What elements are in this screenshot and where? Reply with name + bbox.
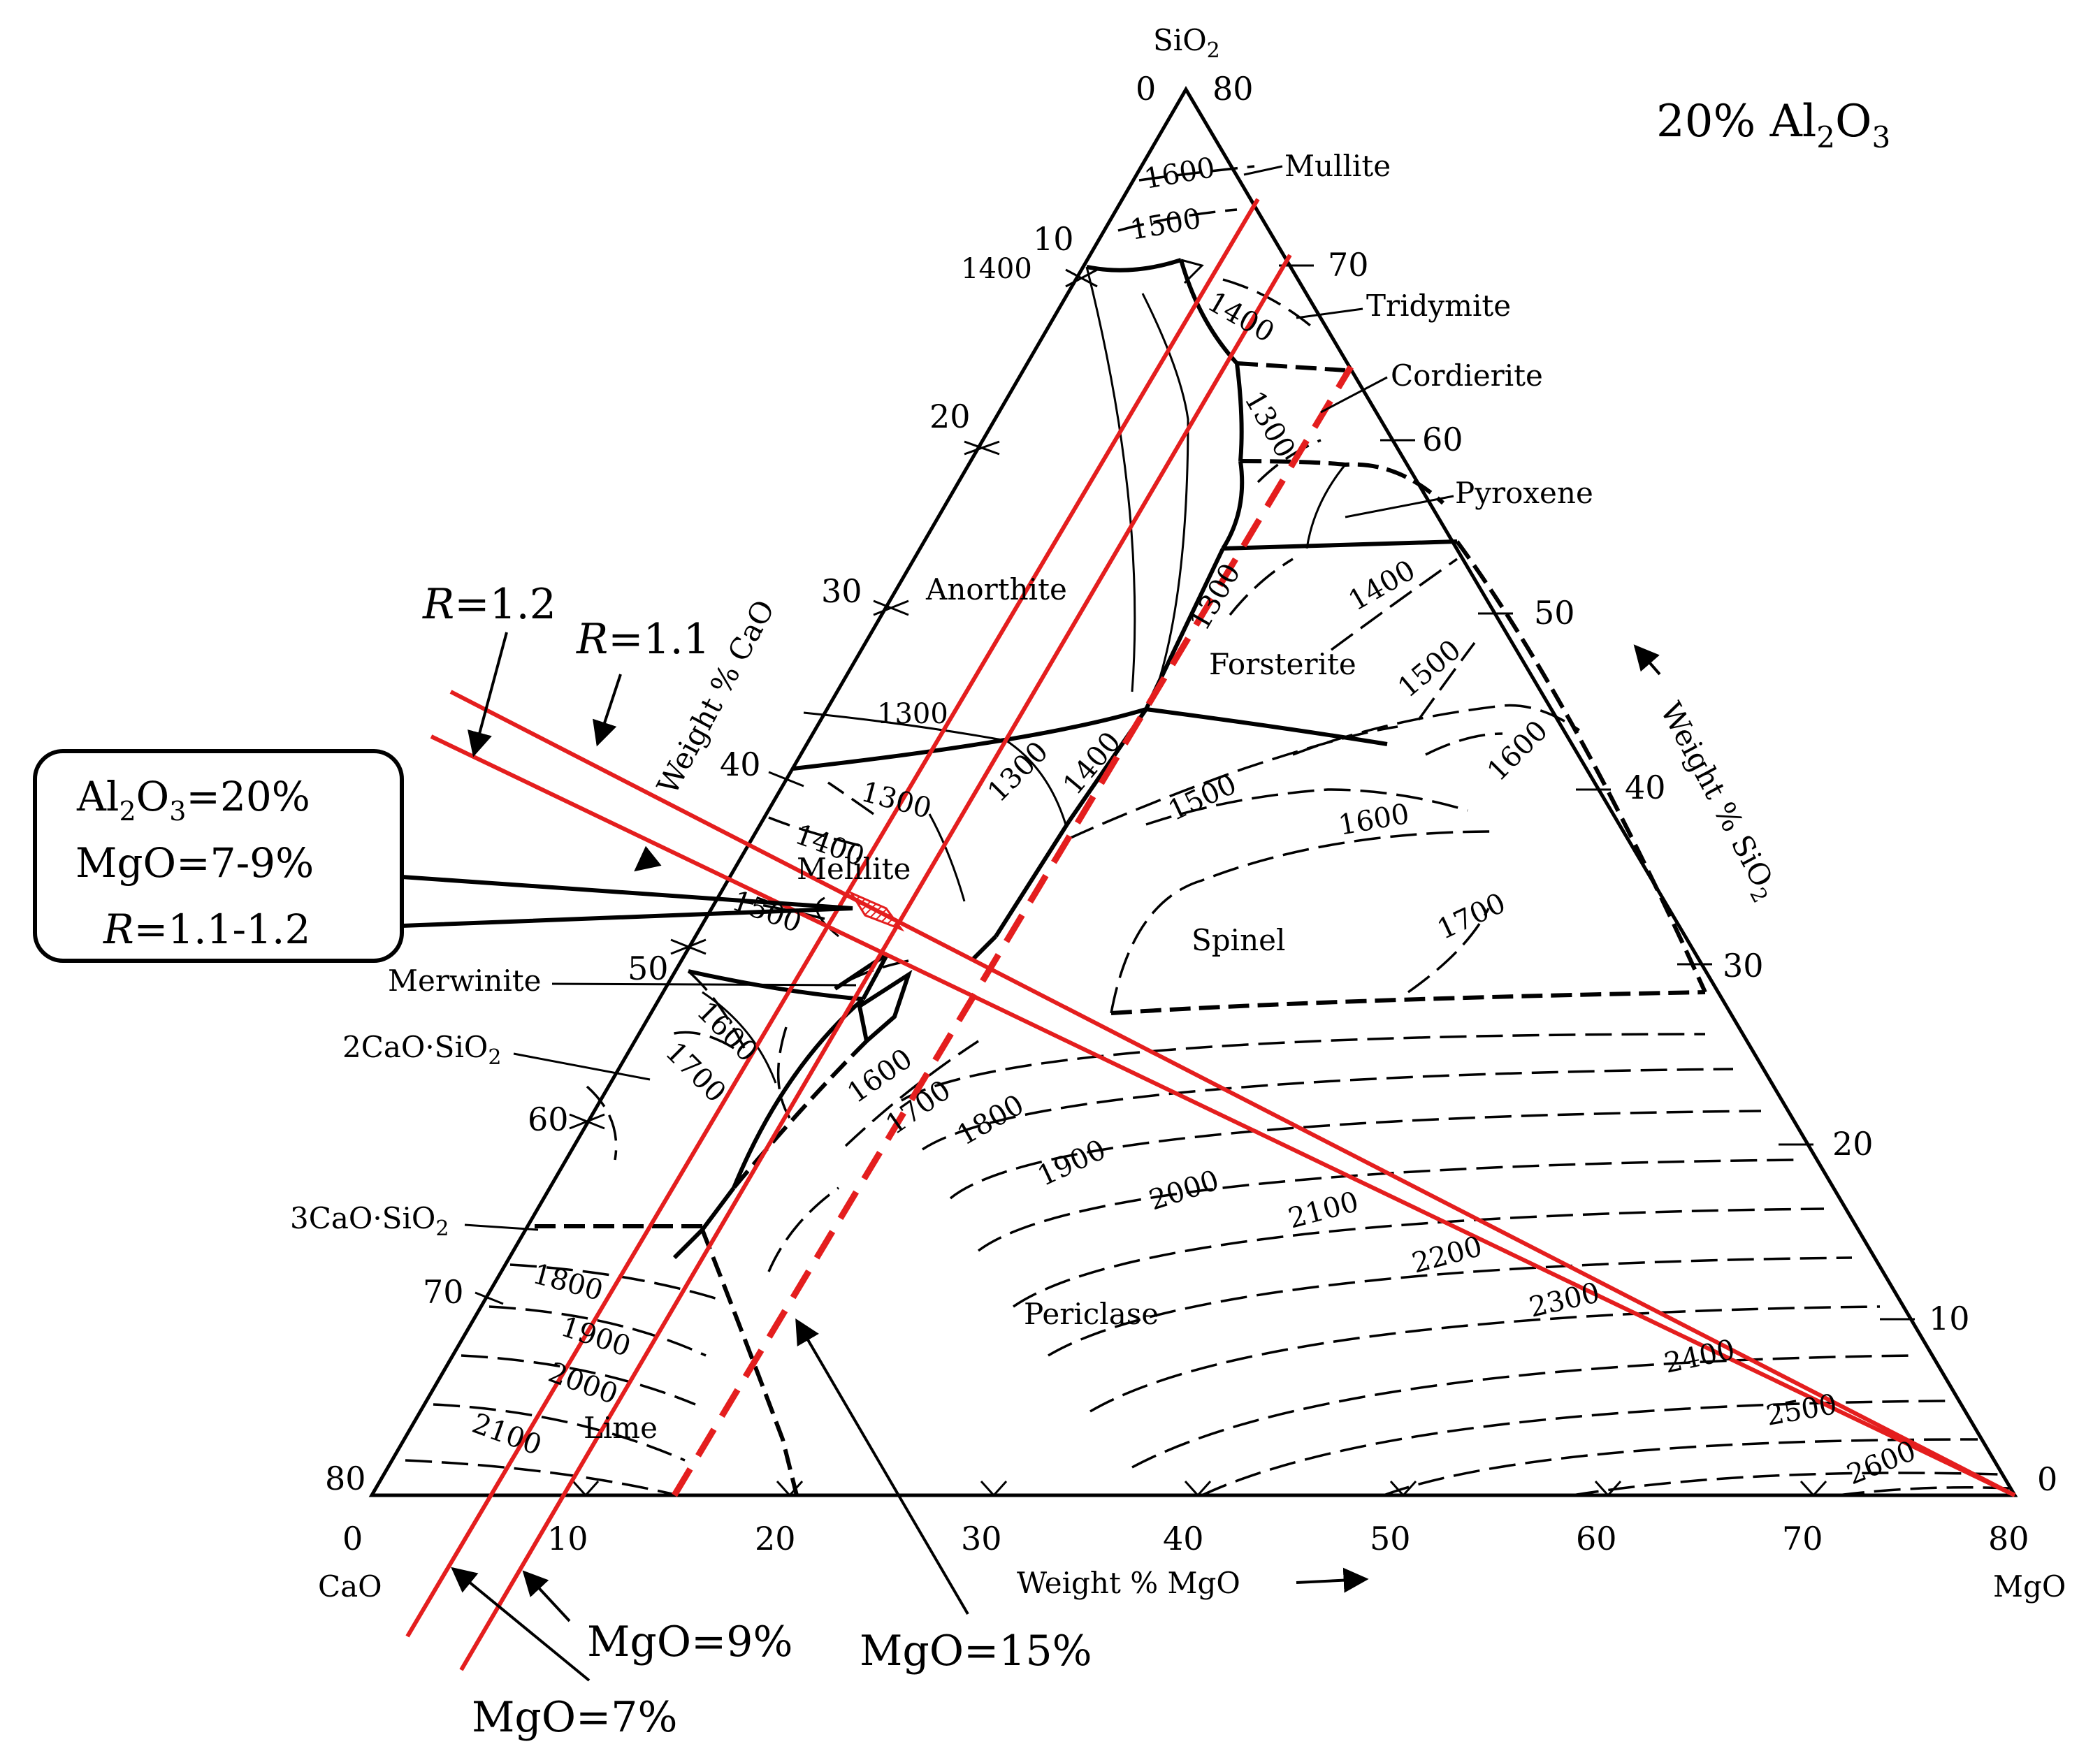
svg-text:2100: 2100 <box>468 1407 546 1462</box>
svg-text:80: 80 <box>1988 1520 2029 1557</box>
svg-text:60: 60 <box>528 1100 569 1138</box>
svg-text:1300: 1300 <box>857 776 934 825</box>
target-region-hatch <box>848 890 905 932</box>
svg-text:30: 30 <box>1723 947 1764 985</box>
callout-box: Al2O3=20% MgO=7-9% R=1.1-1.2 <box>33 749 853 963</box>
svg-text:Forsterite: Forsterite <box>1209 647 1356 681</box>
svg-text:20: 20 <box>755 1520 796 1557</box>
diagram-title: 20% Al2O3 <box>1656 96 1890 154</box>
svg-text:0: 0 <box>342 1520 363 1557</box>
svg-text:10: 10 <box>1033 220 1074 258</box>
left-tick-labels: 0 10 20 30 40 50 60 70 80 <box>325 70 1156 1497</box>
bottom-tick-labels: 0 10 20 30 40 50 60 70 80 <box>342 1520 2029 1557</box>
svg-text:Mullite: Mullite <box>1284 149 1391 183</box>
bottom-axis-ticks <box>572 1480 1827 1497</box>
svg-text:1800: 1800 <box>952 1089 1029 1152</box>
axis-title-sio2: Weight % SiO2 <box>1649 697 1786 908</box>
left-axis-ticks <box>475 268 1098 1305</box>
mgo-7-label: MgO=7% <box>472 1693 678 1742</box>
right-tick-labels: 80 70 60 50 40 30 20 10 0 <box>1212 70 2057 1498</box>
red-composition-lines <box>405 198 2016 1671</box>
svg-text:Lime: Lime <box>584 1411 658 1445</box>
mgo-9-line <box>459 254 1292 1671</box>
mgo-15-line <box>672 365 1354 1497</box>
r-1-2-line <box>430 734 2016 1497</box>
phase-labels: Mullite Tridymite Cordierite Pyroxene An… <box>290 149 1593 1445</box>
svg-text:60: 60 <box>1576 1520 1617 1557</box>
svg-text:2400: 2400 <box>1662 1334 1738 1380</box>
mgo-9-label: MgO=9% <box>587 1618 793 1666</box>
svg-text:2000: 2000 <box>544 1356 622 1411</box>
r-1-1-label: R=1.1 <box>576 615 710 664</box>
svg-text:30: 30 <box>961 1520 1002 1557</box>
svg-text:0: 0 <box>1136 70 1156 108</box>
svg-text:50: 50 <box>628 950 669 987</box>
r-1-2-label: R=1.2 <box>422 580 556 629</box>
svg-text:1300: 1300 <box>1238 386 1301 463</box>
svg-text:Tridymite: Tridymite <box>1366 289 1511 323</box>
svg-text:Anorthite: Anorthite <box>925 572 1067 606</box>
svg-text:1700: 1700 <box>1433 887 1511 946</box>
svg-text:1300: 1300 <box>877 698 948 730</box>
svg-text:70: 70 <box>423 1273 464 1311</box>
svg-text:2000: 2000 <box>1145 1164 1223 1216</box>
callout-line-2: MgO=7-9% <box>75 839 314 887</box>
svg-text:30: 30 <box>821 572 862 610</box>
svg-text:Melilite: Melilite <box>797 852 911 886</box>
svg-text:2500: 2500 <box>1764 1388 1839 1432</box>
svg-text:1300: 1300 <box>982 736 1055 809</box>
svg-text:2100: 2100 <box>1285 1186 1362 1235</box>
svg-text:2CaO·SiO2: 2CaO·SiO2 <box>342 1030 501 1070</box>
svg-text:1500: 1500 <box>728 885 806 939</box>
svg-text:50: 50 <box>1534 594 1575 632</box>
svg-text:50: 50 <box>1370 1520 1411 1557</box>
svg-text:70: 70 <box>1328 246 1369 284</box>
svg-text:Cordierite: Cordierite <box>1391 358 1543 393</box>
svg-text:80: 80 <box>325 1460 366 1497</box>
svg-text:1400: 1400 <box>1343 554 1421 618</box>
mgo-7-line <box>405 198 1260 1638</box>
ternary-frame <box>368 86 2018 1497</box>
svg-text:1900: 1900 <box>1033 1133 1111 1193</box>
svg-text:10: 10 <box>547 1520 588 1557</box>
svg-text:40: 40 <box>1163 1520 1204 1557</box>
svg-text:1600: 1600 <box>1142 152 1217 196</box>
svg-text:1400: 1400 <box>961 253 1032 285</box>
svg-text:1500: 1500 <box>1128 203 1203 247</box>
phase-leaders <box>464 165 1454 1231</box>
axis-title-mgo: Weight % MgO <box>1017 1566 1240 1600</box>
annotation-arrows <box>451 632 1661 1682</box>
svg-text:70: 70 <box>1782 1520 1823 1557</box>
svg-text:0: 0 <box>2037 1460 2057 1498</box>
callout-line-3: R=1.1-1.2 <box>103 906 310 953</box>
svg-text:1800: 1800 <box>529 1258 606 1307</box>
svg-text:3CaO·SiO2: 3CaO·SiO2 <box>290 1201 449 1241</box>
svg-text:Spinel: Spinel <box>1192 923 1285 957</box>
svg-text:Pyroxene: Pyroxene <box>1455 476 1593 510</box>
svg-text:80: 80 <box>1212 70 1254 108</box>
apex-mgo: MgO <box>1993 1569 2066 1604</box>
mgo-15-label: MgO=15% <box>860 1627 1092 1676</box>
svg-text:40: 40 <box>720 746 761 783</box>
svg-text:Merwinite: Merwinite <box>388 964 542 998</box>
svg-text:10: 10 <box>1929 1300 1970 1337</box>
svg-text:20: 20 <box>1832 1125 1874 1163</box>
svg-text:1500: 1500 <box>1164 768 1242 827</box>
isotherms-dashed <box>405 165 2010 1497</box>
apex-cao: CaO <box>318 1569 382 1604</box>
r-1-1-line <box>449 690 2016 1497</box>
svg-text:1300: 1300 <box>1184 558 1247 636</box>
apex-sio2: SiO2 <box>1153 23 1220 63</box>
svg-text:Periclase: Periclase <box>1024 1297 1159 1331</box>
svg-text:2600: 2600 <box>1843 1434 1921 1491</box>
svg-text:20: 20 <box>929 398 971 435</box>
callout-line-1: Al2O3=20% <box>76 773 310 827</box>
svg-text:1600: 1600 <box>1482 715 1555 788</box>
svg-text:60: 60 <box>1422 421 1463 458</box>
svg-text:40: 40 <box>1625 769 1666 806</box>
